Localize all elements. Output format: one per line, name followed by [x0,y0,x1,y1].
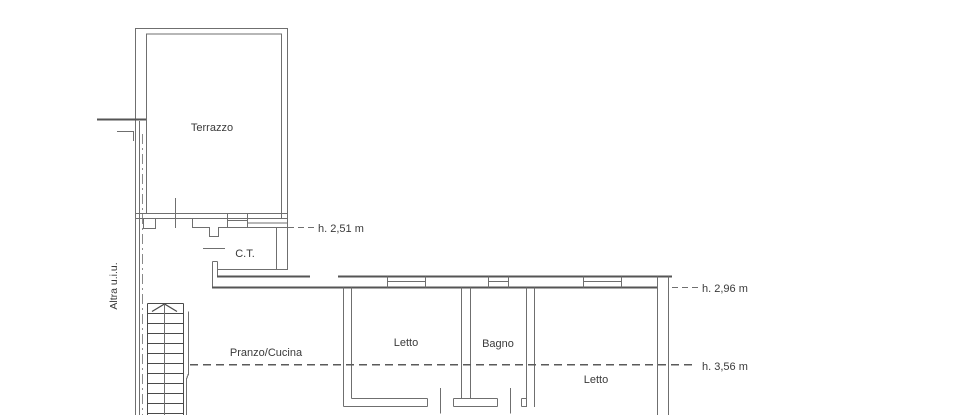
left-boundary-walls [97,28,146,415]
ct-closet-walls [203,227,289,288]
stair-box [146,302,185,415]
ct-north-wall [227,222,288,229]
main-external-wall [212,275,672,289]
stair-treads [147,312,184,415]
threshold-step [142,218,157,230]
staircase [146,302,190,415]
terrazzo-threshold [142,213,288,238]
room-label-ct: C.T. [235,248,255,260]
threshold-notch [191,218,228,238]
partition-pranzo-letto1 [342,287,429,408]
labels: Terrazzo C.T. Pranzo/Cucina Letto Bagno … [108,122,748,386]
right-external-wall [656,276,670,415]
window-symbol-letto-2 [582,276,623,288]
dimension-label-h251: h. 2,51 m [318,223,364,235]
stairs-up-arrow-icon [151,303,178,313]
boundary-wall-jog [117,130,135,141]
interior-partitions [342,287,536,414]
boundary-label-altra-uiu: Altra u.i.u. [108,262,120,309]
dimension-label-h296: h. 2,96 m [702,283,748,295]
stair-side-wall [185,311,190,415]
room-label-pranzo-cucina: Pranzo/Cucina [230,347,303,359]
room-label-terrazzo: Terrazzo [191,122,233,134]
dimension-label-h356: h. 3,56 m [702,361,748,373]
room-label-letto-1: Letto [394,337,418,349]
window-symbol-letto-1 [386,276,427,288]
room-label-letto-2: Letto [584,374,608,386]
partition-letto1-bagno [452,287,499,408]
room-label-bagno: Bagno [482,338,514,350]
dimension-lines [190,226,698,366]
terrazzo-walls [135,27,289,228]
partition-bagno-letto2 [520,287,536,408]
terrazzo-window-symbol [226,213,249,228]
window-symbol-bagno [487,276,510,288]
ct-west-wall-stub [211,260,219,288]
